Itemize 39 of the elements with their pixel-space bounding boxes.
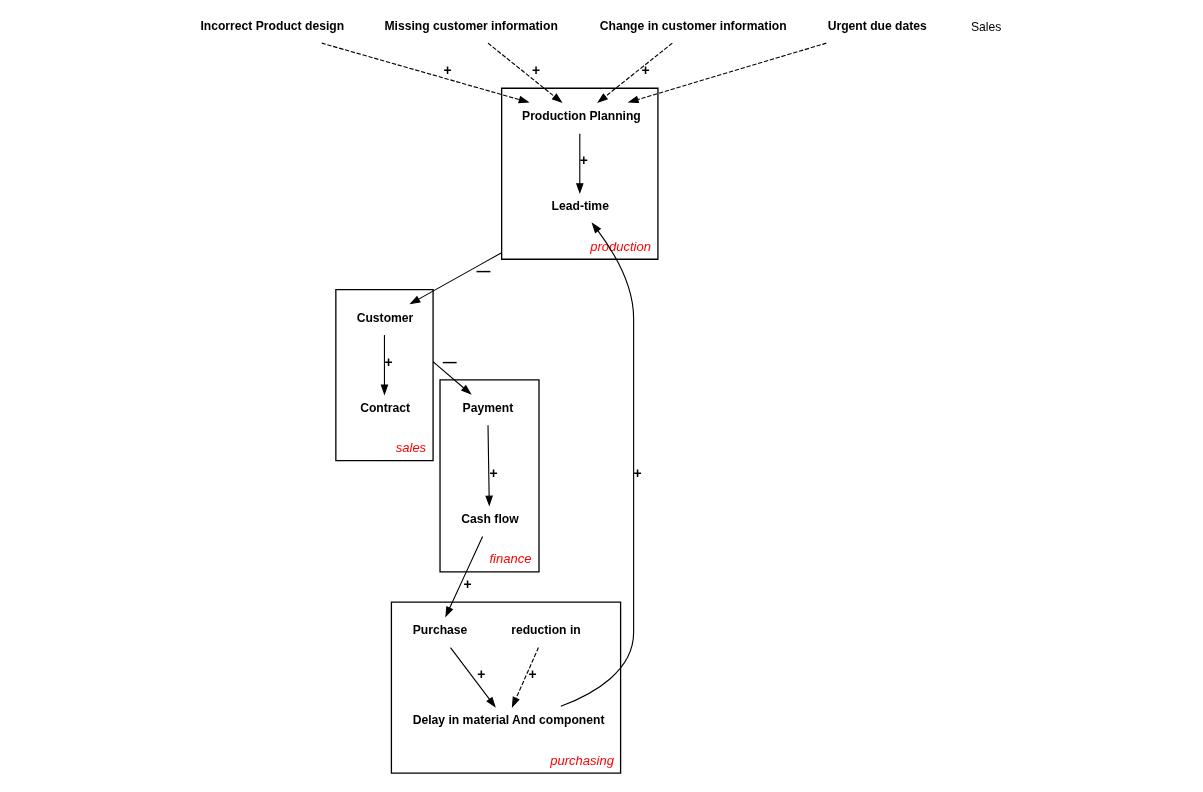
arrow bbox=[445, 535, 484, 618]
arrow bbox=[560, 222, 635, 707]
node-text: Contract bbox=[360, 400, 411, 415]
arrow bbox=[321, 42, 530, 104]
arrow bbox=[449, 647, 496, 708]
node-text: Production Planning bbox=[522, 109, 641, 124]
arrow bbox=[511, 647, 539, 708]
arrow bbox=[485, 424, 493, 507]
arrow bbox=[487, 42, 563, 104]
node-text: Change in customer information bbox=[599, 18, 787, 33]
edge-label: + bbox=[528, 666, 537, 683]
edge-label: + bbox=[633, 464, 642, 481]
edge-label: — bbox=[442, 353, 457, 370]
node-text: Cash flow bbox=[461, 511, 519, 526]
arrow bbox=[627, 42, 827, 104]
edge-label: + bbox=[477, 666, 486, 683]
edge-label: + bbox=[489, 464, 498, 481]
node-text: Missing customer information bbox=[384, 18, 558, 33]
node-text: reduction in bbox=[511, 623, 581, 638]
arrow bbox=[597, 42, 673, 104]
node-text: Lead-time bbox=[551, 199, 609, 214]
edge-label: + bbox=[641, 62, 650, 79]
arrow bbox=[409, 252, 503, 305]
edge-label: — bbox=[476, 263, 491, 280]
arrow bbox=[432, 361, 472, 395]
node-text: Incorrect Product design bbox=[200, 18, 345, 33]
edge-label: + bbox=[532, 62, 541, 79]
node-text: Payment bbox=[462, 400, 514, 415]
edge-label: + bbox=[443, 62, 452, 79]
label: Sales bbox=[970, 19, 1002, 34]
arrow bbox=[380, 334, 389, 396]
node-text: Urgent due dates bbox=[827, 18, 927, 33]
edge-label: + bbox=[384, 353, 393, 370]
edge-label: + bbox=[463, 575, 472, 592]
node-text: Delay in material And component bbox=[412, 713, 605, 728]
edge-label: + bbox=[579, 152, 588, 169]
node-text: Customer bbox=[356, 310, 414, 325]
node-text: Purchase bbox=[412, 623, 468, 638]
arrow bbox=[575, 133, 584, 195]
